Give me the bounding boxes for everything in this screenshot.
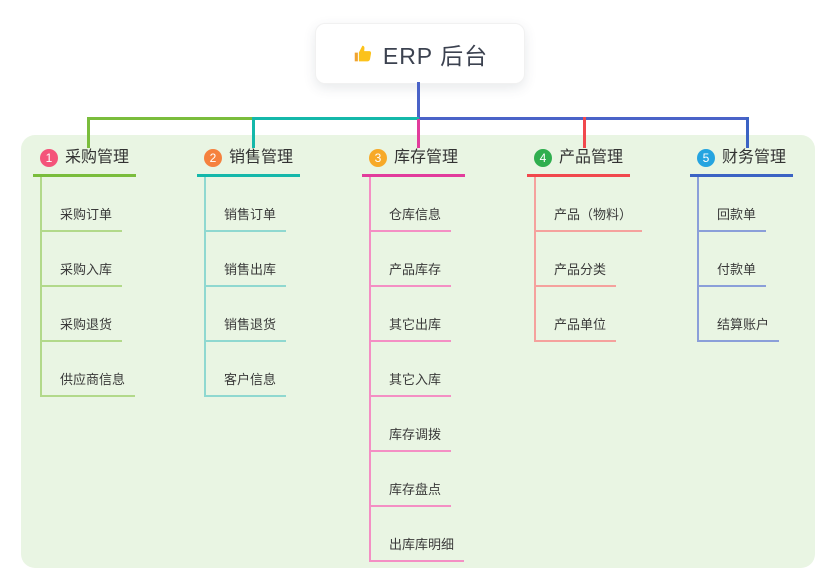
connector-drop-branch5 [746,117,749,148]
connector-left-outer [87,117,253,120]
child-node[interactable]: 销售出库 [206,232,287,287]
branch-product: 4 产品管理 产品（物料） 产品分类 产品单位 [527,148,643,342]
branch-purchase: 1 采购管理 采购订单 采购入库 采购退货 供应商信息 [33,148,137,397]
child-node[interactable]: 库存调拨 [371,397,452,452]
branch-label: 库存管理 [394,149,459,166]
child-node[interactable]: 产品单位 [536,287,617,342]
branch-finance: 5 财务管理 回款单 付款单 结算账户 [690,148,794,342]
root-node-label: ERP 后台 [382,42,489,69]
branch-number-badge: 2 [204,149,222,167]
child-node[interactable]: 供应商信息 [42,342,136,397]
child-node[interactable]: 出库库明细 [371,507,465,562]
root-node[interactable]: ERP 后台 [315,23,525,84]
child-node[interactable]: 销售订单 [206,177,287,232]
child-node[interactable]: 库存盘点 [371,452,452,507]
child-node[interactable]: 产品（物料） [536,177,643,232]
thumbs-up-icon [352,43,374,65]
connector-drop-branch1 [87,117,90,148]
branch-number-badge: 3 [369,149,387,167]
child-node[interactable]: 产品分类 [536,232,617,287]
branch-header[interactable]: 5 财务管理 [690,148,794,177]
branch-label: 产品管理 [559,149,624,166]
branch-number-badge: 5 [697,149,715,167]
connector-drop-branch3 [417,119,420,148]
branch-inventory: 3 库存管理 仓库信息 产品库存 其它出库 其它入库 库存调拨 库存盘点 出库库… [362,148,466,562]
child-node[interactable]: 客户信息 [206,342,287,397]
branch-label: 采购管理 [65,149,130,166]
mindmap-panel [21,135,815,568]
branch-children: 销售订单 销售出库 销售退货 客户信息 [204,177,287,397]
child-node[interactable]: 采购入库 [42,232,123,287]
branch-header[interactable]: 2 销售管理 [197,148,301,177]
child-node[interactable]: 回款单 [699,177,767,232]
branch-header[interactable]: 3 库存管理 [362,148,466,177]
branch-children: 回款单 付款单 结算账户 [697,177,780,342]
branch-children: 产品（物料） 产品分类 产品单位 [534,177,643,342]
child-node[interactable]: 采购退货 [42,287,123,342]
branch-children: 采购订单 采购入库 采购退货 供应商信息 [40,177,136,397]
branch-header[interactable]: 1 采购管理 [33,148,137,177]
child-node[interactable]: 结算账户 [699,287,780,342]
child-node[interactable]: 其它出库 [371,287,452,342]
connector-left-inner [253,117,419,120]
branch-label: 销售管理 [229,149,294,166]
connector-drop-branch4 [583,117,586,148]
branch-header[interactable]: 4 产品管理 [527,148,631,177]
connector-trunk [417,82,420,118]
branch-number-badge: 1 [40,149,58,167]
branch-sales: 2 销售管理 销售订单 销售出库 销售退货 客户信息 [197,148,301,397]
child-node[interactable]: 仓库信息 [371,177,452,232]
child-node[interactable]: 采购订单 [42,177,123,232]
child-node[interactable]: 产品库存 [371,232,452,287]
child-node[interactable]: 销售退货 [206,287,287,342]
child-node[interactable]: 其它入库 [371,342,452,397]
child-node[interactable]: 付款单 [699,232,767,287]
connector-drop-branch2 [252,117,255,148]
branch-children: 仓库信息 产品库存 其它出库 其它入库 库存调拨 库存盘点 出库库明细 [369,177,465,562]
branch-label: 财务管理 [722,149,787,166]
branch-number-badge: 4 [534,149,552,167]
